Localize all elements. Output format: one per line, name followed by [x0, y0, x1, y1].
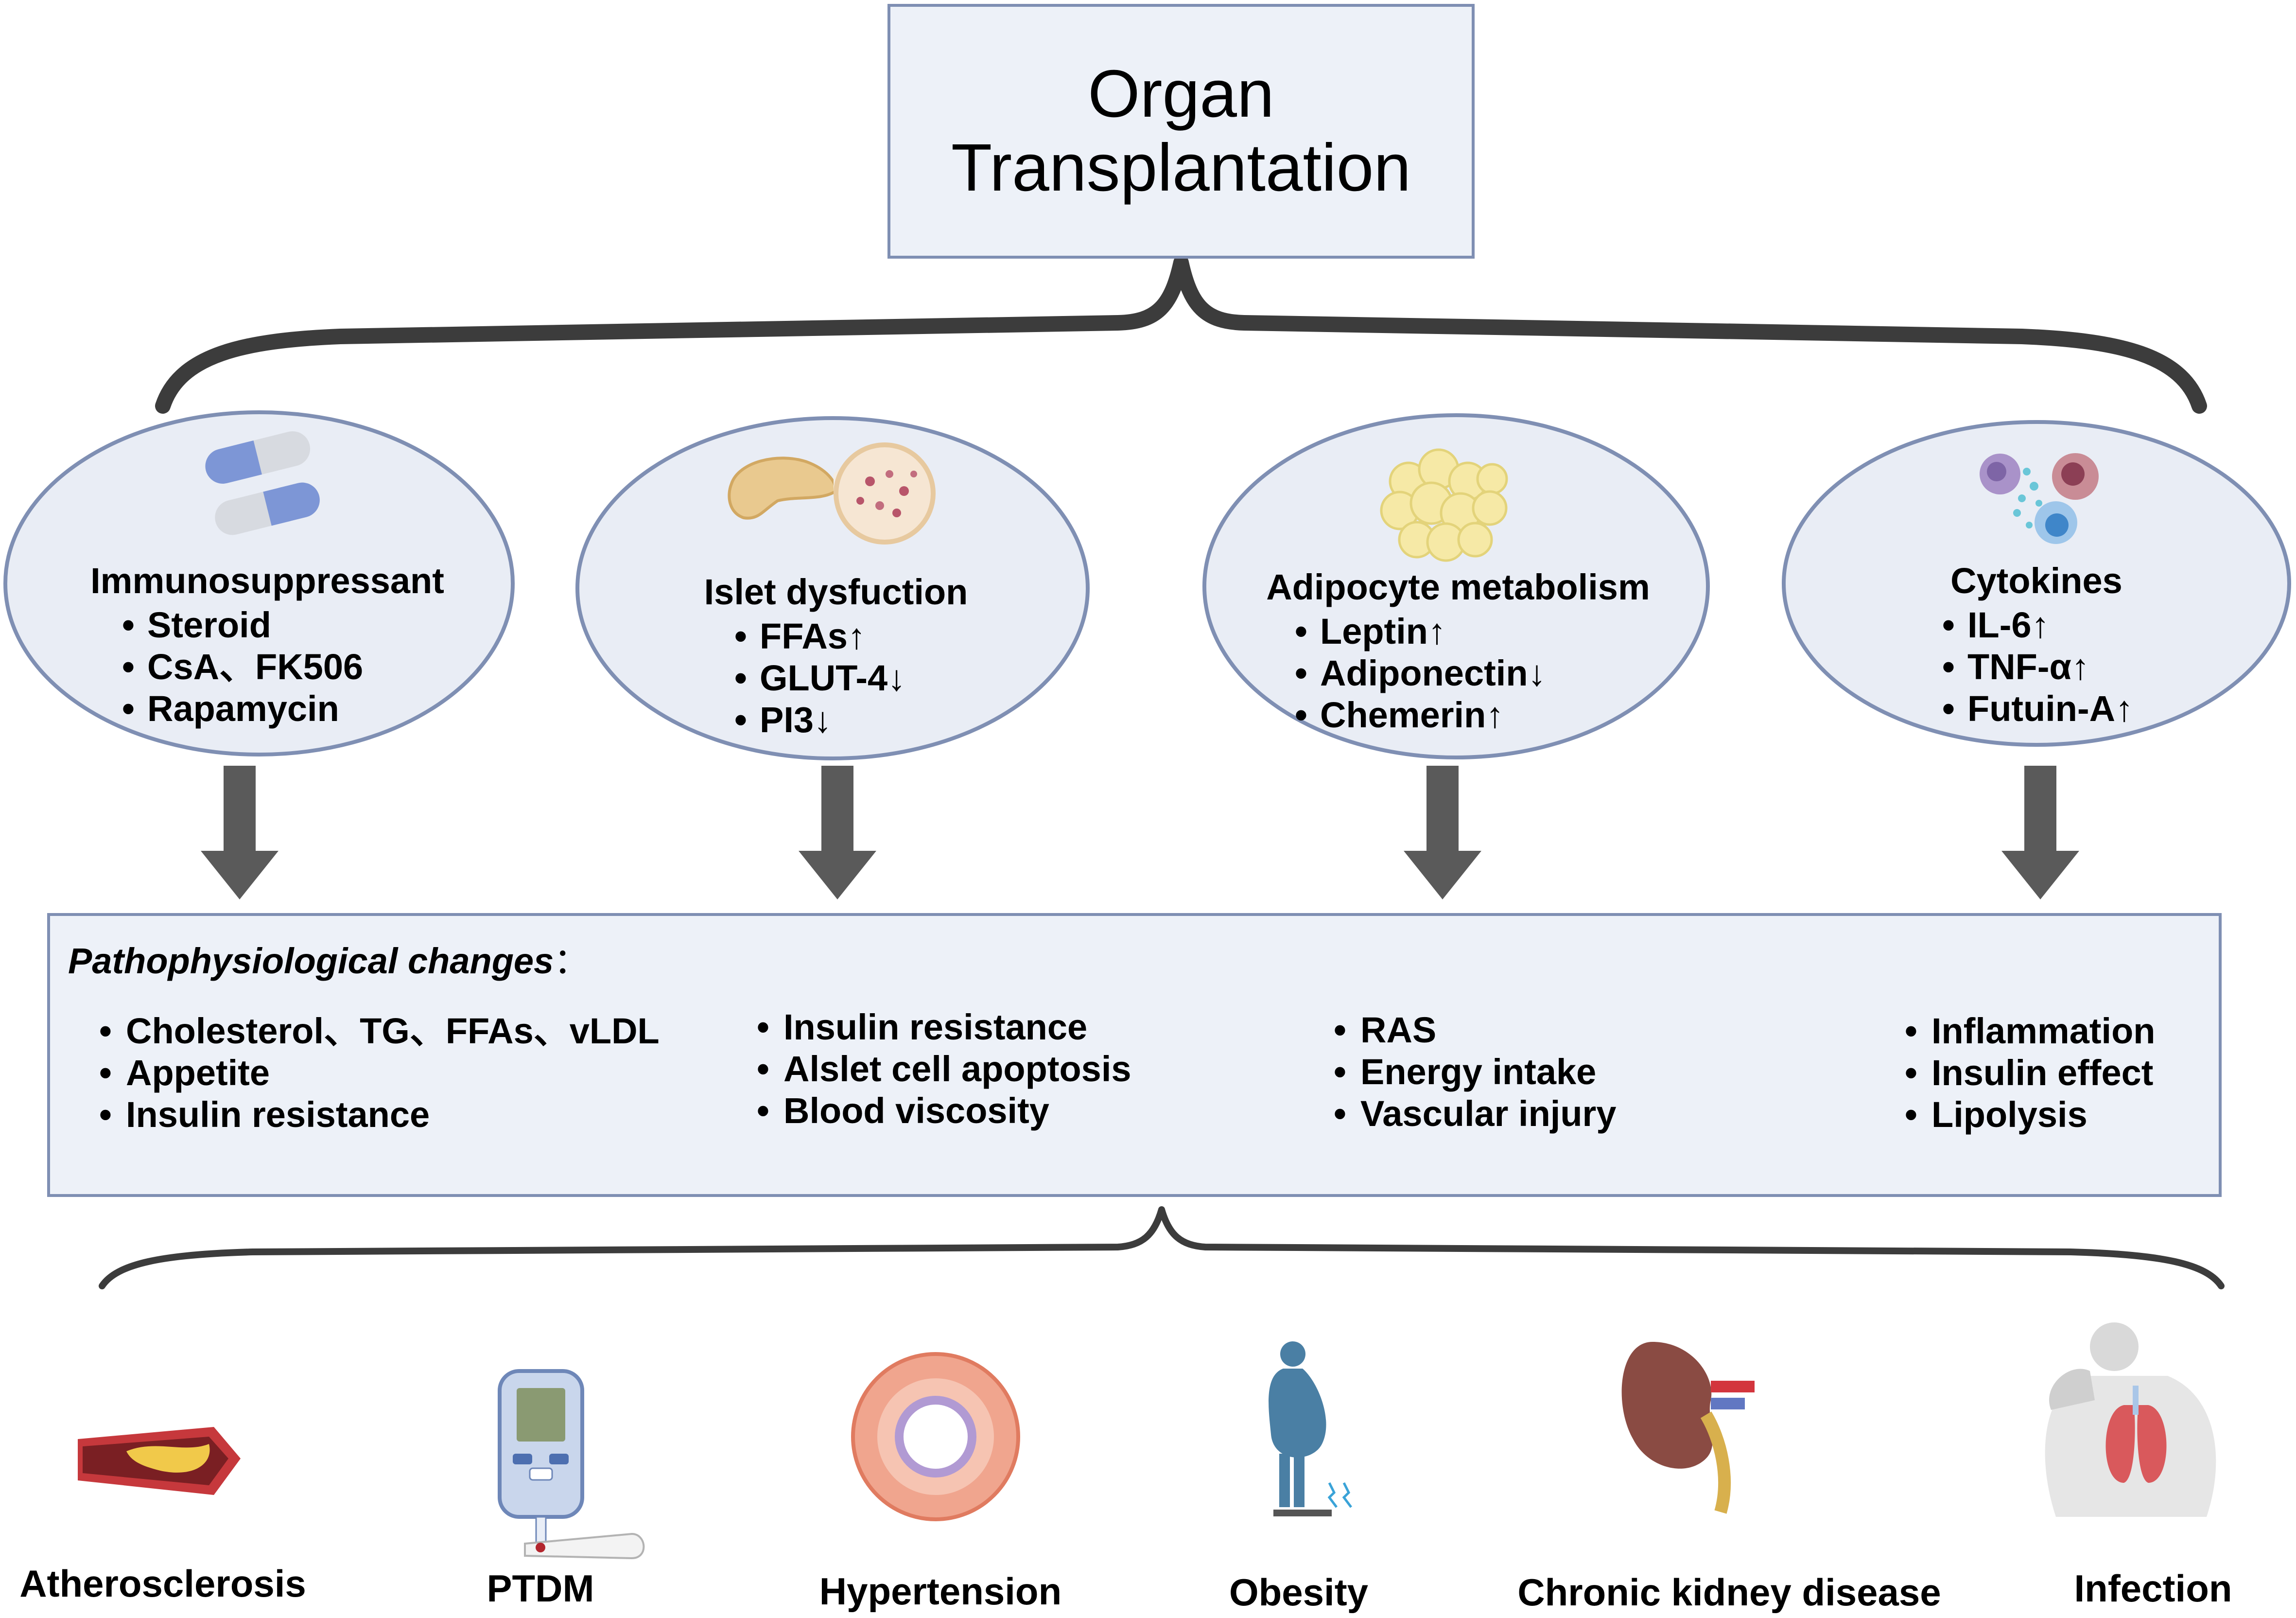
factor-item: Futuin-A↑	[1920, 688, 2153, 730]
arrow-down-2	[799, 766, 876, 899]
factor-item: CsA、FK506	[83, 646, 452, 688]
patho-item: Alslet cell apoptosis	[743, 1048, 1131, 1090]
factor-cytokines: Cytokines IL-6↑ TNF-α↑ Futuin-A↑	[1920, 560, 2153, 730]
arrow-down-3	[1404, 766, 1481, 899]
outcome-label-chronic-kidney-disease: Chronic kidney disease	[1517, 1571, 1941, 1614]
outcome-label-obesity: Obesity	[1229, 1571, 1369, 1614]
factor-heading: Cytokines	[1950, 561, 2122, 601]
coughing-person-lungs-icon	[2045, 1322, 2216, 1517]
patho-item: Energy intake	[1320, 1051, 1617, 1093]
factor-item: PI3↓	[680, 699, 991, 741]
oval-cytokines	[1782, 420, 2291, 747]
patho-column-1: Cholesterol、TG、FFAs、vLDL Appetite Insuli…	[85, 1010, 660, 1136]
vessel-cross-section-icon	[851, 1352, 1020, 1521]
patho-column-2: Insulin resistance Alslet cell apoptosis…	[743, 1006, 1131, 1132]
factor-item: Steroid	[83, 604, 452, 646]
adipocyte-cluster-icon	[1380, 448, 1508, 562]
factor-item: Leptin↑	[1254, 611, 1662, 652]
factor-item: TNF-α↑	[1920, 646, 2153, 688]
title-box: Organ Transplantation	[887, 4, 1475, 259]
pancreas-islet-icon	[728, 442, 936, 545]
outcome-label-hypertension: Hypertension	[819, 1570, 1062, 1613]
arrow-down-1	[201, 766, 278, 899]
kidney-icon	[1621, 1342, 1755, 1514]
obese-person-scale-icon	[1269, 1341, 1352, 1516]
outcome-label-atherosclerosis: Atherosclerosis	[19, 1562, 306, 1605]
patho-column-3: RAS Energy intake Vascular injury	[1320, 1009, 1617, 1135]
factor-heading: Immunosuppressant	[90, 561, 444, 601]
patho-item: Cholesterol、TG、FFAs、vLDL	[85, 1010, 660, 1052]
factor-item: Chemerin↑	[1254, 694, 1662, 736]
patho-item: Insulin effect	[1891, 1052, 2155, 1094]
title-line-1: Organ	[1088, 56, 1274, 132]
patho-item: Insulin resistance	[743, 1006, 1131, 1048]
glucometer-icon	[498, 1369, 645, 1560]
pill-capsules-icon	[205, 431, 320, 535]
pathophysiology-title: Pathophysiological changes：	[68, 941, 590, 981]
patho-item: RAS	[1320, 1009, 1617, 1051]
factor-item: FFAs↑	[680, 616, 991, 657]
factor-item: Adiponectin↓	[1254, 652, 1662, 694]
title-line-2: Transplantation	[951, 130, 1411, 205]
patho-item: Blood viscosity	[743, 1090, 1131, 1132]
factor-heading: Islet dysfuction	[704, 572, 968, 612]
factor-islet-dysfunction: Islet dysfuction FFAs↑ GLUT-4↓ PI3↓	[680, 571, 991, 741]
factor-item: Rapamycin	[83, 688, 452, 730]
immune-cells-icon	[1980, 453, 2099, 544]
patho-item: Inflammation	[1891, 1010, 2155, 1052]
outcome-label-ptdm: PTDM	[487, 1567, 594, 1610]
factor-adipocyte-metabolism: Adipocyte metabolism Leptin↑ Adiponectin…	[1254, 566, 1662, 736]
patho-item: Appetite	[85, 1052, 660, 1094]
patho-item: Insulin resistance	[85, 1094, 660, 1136]
patho-item: Vascular injury	[1320, 1093, 1617, 1135]
arrow-down-4	[2001, 766, 2079, 899]
top-brace	[155, 255, 2207, 414]
artery-plaque-icon	[78, 1427, 241, 1495]
bottom-brace	[99, 1206, 2225, 1289]
factor-immunosuppressant: Immunosuppressant Steroid CsA、FK506 Rapa…	[83, 560, 452, 730]
factor-item: IL-6↑	[1920, 604, 2153, 646]
factor-item: GLUT-4↓	[680, 657, 991, 699]
outcome-label-infection: Infection	[2074, 1567, 2232, 1610]
factor-heading: Adipocyte metabolism	[1266, 567, 1650, 607]
patho-column-4: Inflammation Insulin effect Lipolysis	[1891, 1010, 2155, 1136]
patho-item: Lipolysis	[1891, 1094, 2155, 1136]
